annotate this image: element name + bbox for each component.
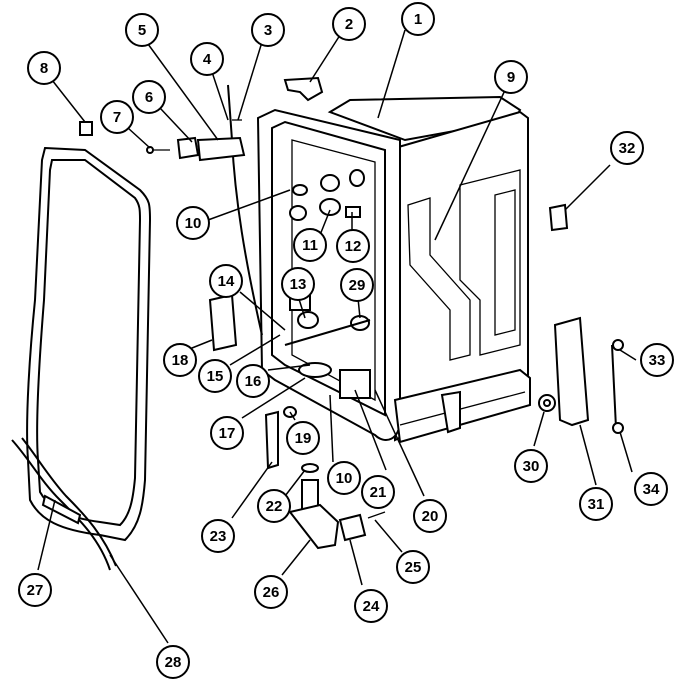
callout-1: 1 bbox=[401, 2, 435, 36]
callout-label: 23 bbox=[210, 528, 227, 545]
callout-label: 12 bbox=[345, 238, 362, 255]
callout-label: 22 bbox=[266, 498, 283, 515]
callout-31: 31 bbox=[579, 487, 613, 521]
callout-label: 25 bbox=[405, 559, 422, 576]
callout-label: 20 bbox=[422, 508, 439, 525]
callout-label: 19 bbox=[295, 430, 312, 447]
callout-label: 17 bbox=[219, 425, 236, 442]
callout-label: 32 bbox=[619, 140, 636, 157]
callout-label: 4 bbox=[203, 51, 212, 68]
callout-29: 29 bbox=[340, 268, 374, 302]
callout-15: 15 bbox=[198, 359, 232, 393]
callout-label: 31 bbox=[588, 496, 605, 513]
callout-label: 3 bbox=[264, 22, 272, 39]
callout-label: 30 bbox=[523, 458, 540, 475]
callout-4: 4 bbox=[190, 42, 224, 76]
leader-lines bbox=[37, 29, 637, 644]
small-parts-drawing bbox=[79, 76, 624, 550]
callout-label: 1 bbox=[414, 11, 422, 28]
callout-17: 17 bbox=[210, 416, 244, 450]
callout-label: 13 bbox=[290, 276, 307, 293]
callout-20: 20 bbox=[413, 499, 447, 533]
callout-label: 21 bbox=[370, 484, 387, 501]
callout-14: 14 bbox=[209, 264, 243, 298]
callout-28: 28 bbox=[156, 645, 190, 679]
callout-30: 30 bbox=[514, 449, 548, 483]
callout-10-upper: 10 bbox=[176, 206, 210, 240]
callout-label: 7 bbox=[113, 109, 121, 126]
callout-label: 33 bbox=[649, 352, 666, 369]
callout-9: 9 bbox=[494, 60, 528, 94]
callout-32: 32 bbox=[610, 131, 644, 165]
callout-label: 5 bbox=[138, 22, 146, 39]
callout-label: 26 bbox=[263, 584, 280, 601]
callout-label: 9 bbox=[507, 69, 515, 86]
callout-34: 34 bbox=[634, 472, 668, 506]
callout-5: 5 bbox=[125, 13, 159, 47]
callout-12: 12 bbox=[336, 229, 370, 263]
callout-label: 18 bbox=[172, 352, 189, 369]
callout-label: 16 bbox=[245, 373, 262, 390]
callout-label: 28 bbox=[165, 654, 182, 671]
callout-label: 29 bbox=[349, 277, 366, 294]
tub-drawing bbox=[256, 95, 531, 444]
callout-18: 18 bbox=[163, 343, 197, 377]
callout-label: 34 bbox=[643, 481, 660, 498]
callout-label: 6 bbox=[145, 89, 153, 106]
callout-16: 16 bbox=[236, 364, 270, 398]
callout-label: 10 bbox=[336, 470, 353, 487]
callout-33: 33 bbox=[640, 343, 674, 377]
callout-8: 8 bbox=[27, 51, 61, 85]
callout-6: 6 bbox=[132, 80, 166, 114]
callout-label: 11 bbox=[302, 237, 318, 254]
callout-label: 15 bbox=[207, 368, 224, 385]
callout-10-lower: 10 bbox=[327, 461, 361, 495]
callout-22: 22 bbox=[257, 489, 291, 523]
callout-25: 25 bbox=[396, 550, 430, 584]
callout-24: 24 bbox=[354, 589, 388, 623]
callout-21: 21 bbox=[361, 475, 395, 509]
callout-26: 26 bbox=[254, 575, 288, 609]
callout-13: 13 bbox=[281, 267, 315, 301]
callout-3: 3 bbox=[251, 13, 285, 47]
callout-label: 10 bbox=[185, 215, 202, 232]
door-gasket-drawing bbox=[11, 146, 152, 571]
callout-label: 2 bbox=[345, 16, 353, 33]
callout-2: 2 bbox=[332, 7, 366, 41]
callout-label: 8 bbox=[40, 60, 48, 77]
callout-27: 27 bbox=[18, 573, 52, 607]
callout-7: 7 bbox=[100, 100, 134, 134]
callout-23: 23 bbox=[201, 519, 235, 553]
callout-label: 27 bbox=[27, 582, 44, 599]
callout-19: 19 bbox=[286, 421, 320, 455]
callout-label: 24 bbox=[363, 598, 380, 615]
callout-11: 11 bbox=[293, 228, 327, 262]
callout-label: 14 bbox=[218, 273, 235, 290]
